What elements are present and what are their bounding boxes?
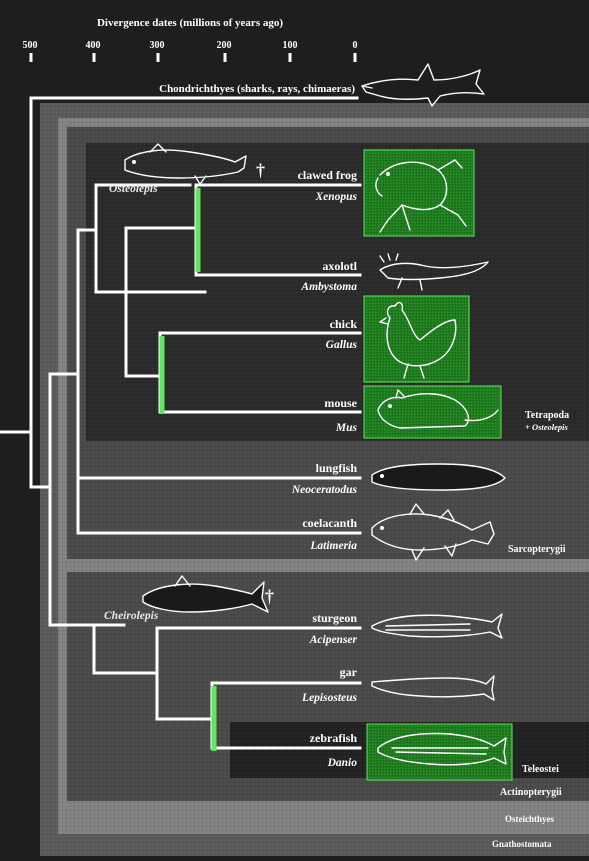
label-cheirolepis: Cheirolepis	[104, 610, 159, 622]
label-xenopus: Xenopus	[314, 191, 357, 203]
extinct-dagger-icon: †	[256, 160, 265, 180]
clade-tetrapoda: Tetrapoda	[525, 410, 569, 421]
clade-teleostei: Teleostei	[522, 764, 559, 775]
label-sturgeon: sturgeon	[312, 611, 357, 625]
label-clawed-frog: clawed frog	[298, 168, 357, 182]
label-ambystoma: Ambystoma	[300, 281, 357, 293]
label-latimeria: Latimeria	[309, 540, 357, 552]
label-mouse: mouse	[324, 396, 357, 410]
extinct-dagger-icon: †	[265, 586, 274, 606]
label-chondrichthyes: Chondrichthyes (sharks, rays, chimaeras)	[159, 83, 355, 95]
lungfish-icon	[372, 464, 505, 490]
label-coelacanth: coelacanth	[302, 516, 357, 530]
clade-osteichthyes: Osteichthyes	[505, 814, 554, 824]
label-lepisosteus: Lepisosteus	[301, 692, 357, 704]
axis-tick-label: 500	[23, 40, 38, 51]
label-lungfish: lungfish	[316, 461, 358, 475]
axis-tick-label: 400	[86, 40, 101, 51]
clade-actinopterygii: Actinopterygii	[500, 787, 562, 798]
label-danio: Danio	[327, 757, 358, 769]
label-acipenser: Acipenser	[309, 634, 358, 646]
label-osteolepis: Osteolepis	[109, 183, 158, 195]
label-mus: Mus	[335, 422, 358, 434]
axis-tick-label: 0	[353, 40, 358, 51]
axis-tick-label: 300	[150, 40, 165, 51]
axis-tick-label: 100	[283, 40, 298, 51]
clade-tetrapoda-note: + Osteolepis	[525, 422, 569, 432]
label-chick: chick	[330, 317, 358, 331]
zebrafish-photo-panel	[367, 724, 512, 780]
label-gar: gar	[340, 665, 358, 679]
label-zebrafish: zebrafish	[310, 731, 358, 745]
chick-photo-panel	[364, 296, 469, 382]
clade-sarcopterygii: Sarcopterygii	[508, 544, 566, 555]
label-axolotl: axolotl	[322, 259, 357, 273]
label-neoceratodus: Neoceratodus	[291, 484, 358, 496]
label-gallus: Gallus	[326, 339, 358, 351]
axis-title: Divergence dates (millions of years ago)	[97, 17, 283, 29]
clade-gnathostomata: Gnathostomata	[492, 839, 552, 849]
axis-tick-label: 200	[217, 40, 232, 51]
